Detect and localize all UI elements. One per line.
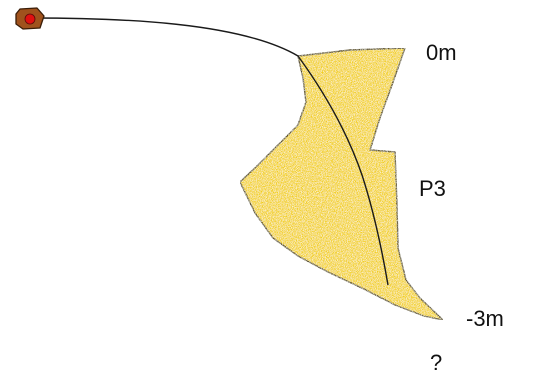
depth-label-bottom: -3m (466, 306, 504, 331)
line-reel-icon (15, 7, 45, 30)
reel-center-dot (24, 13, 36, 25)
unknown-label: ? (430, 350, 442, 375)
depth-label-top: 0m (426, 40, 457, 65)
passage-label: P3 (419, 176, 446, 201)
passage-section-shape (239, 47, 444, 321)
guide-line (30, 17, 389, 286)
